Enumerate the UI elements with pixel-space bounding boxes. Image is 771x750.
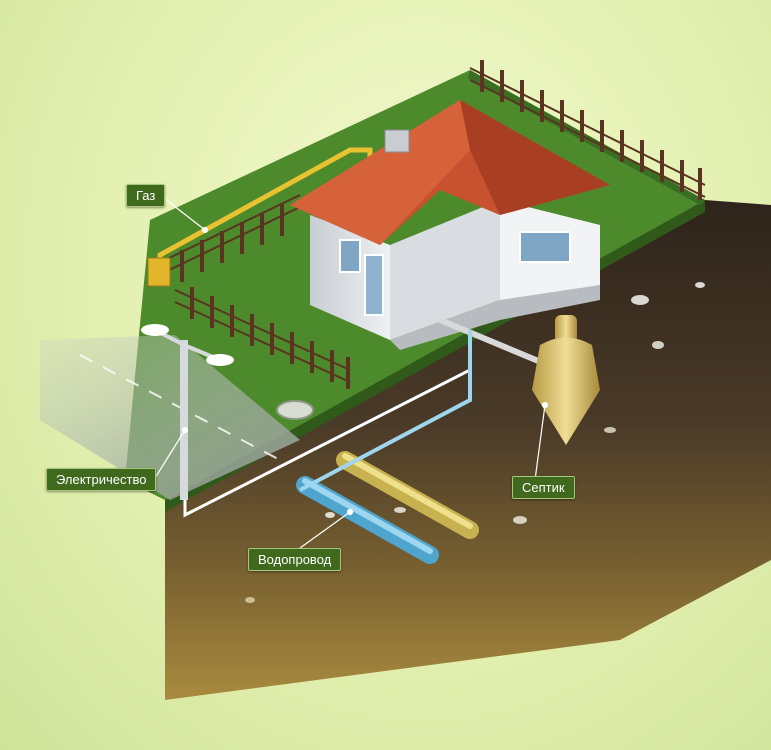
label-gas: Газ	[126, 184, 166, 207]
water-pipe	[296, 330, 472, 564]
gas-meter	[147, 257, 171, 287]
chimney	[384, 129, 410, 153]
label-water: Водопровод	[248, 548, 342, 571]
door	[364, 254, 384, 316]
fence-pickets	[180, 60, 702, 389]
leader-lines	[154, 194, 549, 549]
window-right	[519, 231, 571, 263]
manhole	[276, 400, 314, 420]
septic-tank	[532, 315, 600, 445]
window-left	[339, 239, 361, 273]
sewer-pipe	[336, 451, 479, 539]
house	[290, 100, 610, 350]
street-lamp	[141, 324, 234, 500]
label-septic: Септик	[512, 476, 575, 499]
label-electricity: Электричество	[46, 468, 157, 491]
